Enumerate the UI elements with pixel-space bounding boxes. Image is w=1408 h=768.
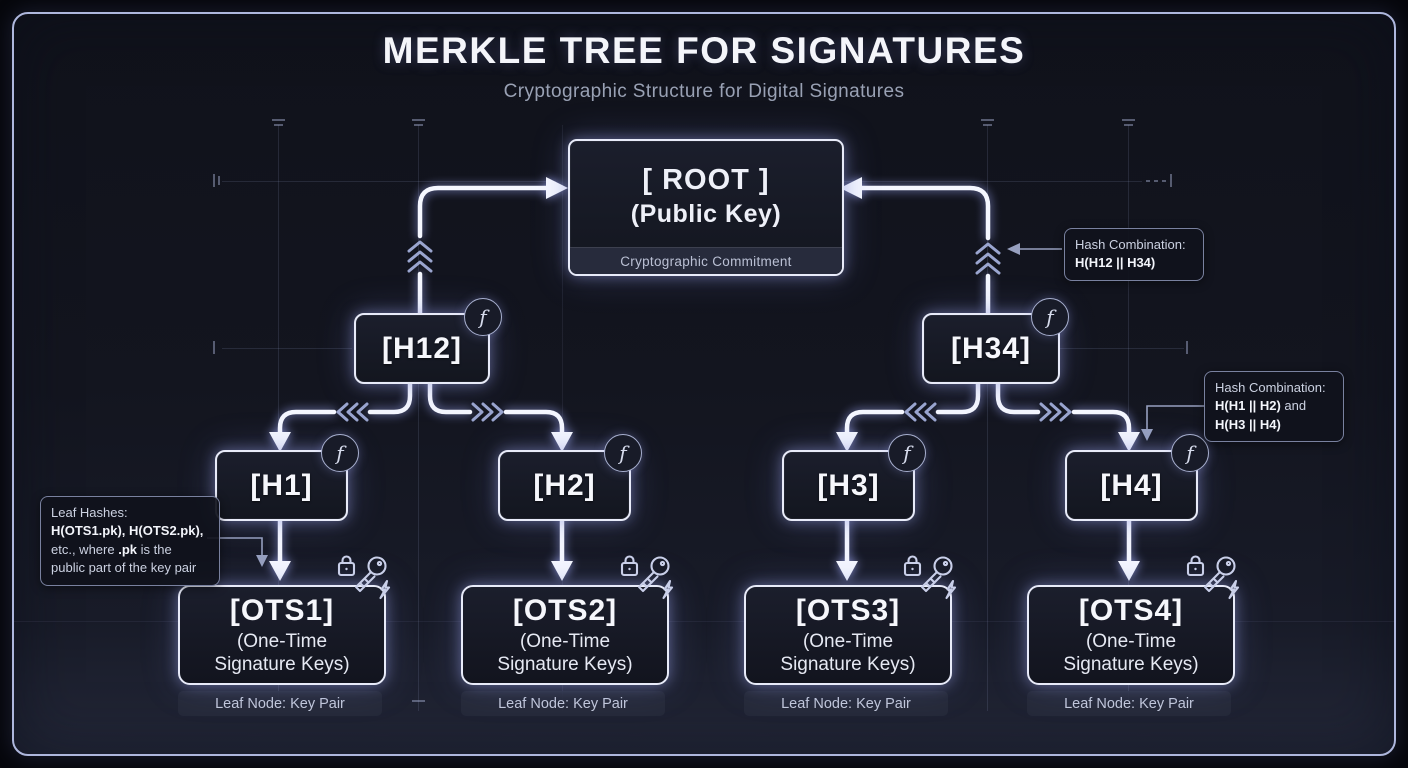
- hash-function-icon: f: [1171, 434, 1209, 472]
- callout-line: Hash Combination:: [1215, 380, 1326, 395]
- node-root: [ ROOT ] (Public Key) Cryptographic Comm…: [568, 139, 844, 276]
- grid-line-vertical: [987, 125, 988, 711]
- h34-label: [H34]: [950, 331, 1031, 365]
- h12-label: [H12]: [381, 331, 462, 365]
- callout-line: Hash Combination:: [1075, 237, 1186, 252]
- callout-line: etc., where .pk is the: [51, 541, 172, 557]
- ots4-footer: Leaf Node: Key Pair: [1027, 691, 1231, 716]
- grid-tick: [1170, 174, 1172, 187]
- grid-tick: [1146, 180, 1150, 182]
- page-title: MERKLE TREE FOR SIGNATURES: [382, 30, 1026, 71]
- ots3-footer: Leaf Node: Key Pair: [744, 691, 948, 716]
- ots2-subtitle-line2: Signature Keys): [497, 653, 633, 675]
- lock-key-icon: [620, 555, 674, 600]
- callout-line: public part of the key pair: [51, 560, 197, 576]
- grid-tick: [414, 124, 423, 126]
- grid-tick: [981, 119, 994, 121]
- hash-function-icon: f: [1031, 298, 1069, 336]
- hash-function-icon: f: [321, 434, 359, 472]
- header: MERKLE TREE FOR SIGNATURES Cryptographic…: [0, 30, 1408, 103]
- root-subtitle: (Public Key): [630, 200, 782, 228]
- grid-line-horizontal: [222, 348, 352, 349]
- callout-line: H(H3 || H4): [1215, 416, 1281, 432]
- node-ots1: [OTS1] (One-Time Signature Keys) Leaf No…: [178, 585, 386, 716]
- grid-line-vertical: [418, 125, 419, 711]
- ots2-subtitle-line1: (One-Time: [519, 631, 611, 653]
- lock-key-icon: [1186, 555, 1240, 600]
- grid-tick: [272, 119, 285, 121]
- ots2-title: [OTS2]: [512, 594, 618, 628]
- grid-tick: [1124, 124, 1133, 126]
- grid-line-horizontal: [222, 181, 556, 182]
- grid-tick: [412, 119, 425, 121]
- grid-tick: [213, 341, 215, 354]
- ots2-footer: Leaf Node: Key Pair: [461, 691, 665, 716]
- grid-tick: [1122, 119, 1135, 121]
- grid-tick: [983, 124, 992, 126]
- ots3-title: [OTS3]: [795, 594, 901, 628]
- ots4-title: [OTS4]: [1078, 594, 1184, 628]
- grid-tick: [218, 176, 220, 185]
- ots3-box: [OTS3] (One-Time Signature Keys): [744, 585, 952, 685]
- lock-key-icon: [903, 555, 957, 600]
- hash-function-icon: f: [888, 434, 926, 472]
- node-ots4: [OTS4] (One-Time Signature Keys) Leaf No…: [1027, 585, 1235, 716]
- callout-root-combination: Hash Combination: H(H12 || H34): [1064, 228, 1204, 281]
- ots1-subtitle: (One-Time Signature Keys): [214, 631, 349, 676]
- callout-line: H(H12 || H34): [1075, 255, 1156, 271]
- page-subtitle: Cryptographic Structure for Digital Sign…: [503, 81, 905, 102]
- node-ots2: [OTS2] (One-Time Signature Keys) Leaf No…: [461, 585, 669, 716]
- grid-tick: [1186, 341, 1188, 354]
- grid-line-horizontal: [1058, 348, 1184, 349]
- ots4-box: [OTS4] (One-Time Signature Keys): [1027, 585, 1235, 685]
- node-ots3: [OTS3] (One-Time Signature Keys) Leaf No…: [744, 585, 952, 716]
- grid-line-horizontal: [842, 181, 1142, 182]
- callout-pair-combination: Hash Combination: H(H1 || H2) and H(H3 |…: [1204, 371, 1344, 443]
- hash-function-icon: f: [464, 298, 502, 336]
- ots4-subtitle: (One-Time Signature Keys): [1063, 631, 1198, 676]
- ots2-subtitle: (One-Time Signature Keys): [497, 631, 632, 676]
- root-title: [ ROOT ]: [642, 164, 770, 196]
- grid-tick: [274, 124, 283, 126]
- grid-tick: [213, 174, 215, 187]
- ots3-subtitle-line1: (One-Time: [802, 631, 894, 653]
- grid-line-horizontal: [14, 621, 1394, 622]
- ots2-box: [OTS2] (One-Time Signature Keys): [461, 585, 669, 685]
- callout-line: H(H1 || H2) and: [1215, 398, 1307, 414]
- ots1-footer: Leaf Node: Key Pair: [178, 691, 382, 716]
- grid-tick: [412, 700, 425, 702]
- h1-label: [H1]: [250, 468, 313, 502]
- ots4-subtitle-line1: (One-Time: [1085, 631, 1177, 653]
- ots4-subtitle-line2: Signature Keys): [1063, 653, 1199, 675]
- grid-tick: [1162, 180, 1166, 182]
- ots1-title: [OTS1]: [229, 594, 335, 628]
- h3-label: [H3]: [817, 468, 880, 502]
- ots1-box: [OTS1] (One-Time Signature Keys): [178, 585, 386, 685]
- ots3-subtitle-line2: Signature Keys): [780, 653, 916, 675]
- h4-label: [H4]: [1100, 468, 1163, 502]
- node-h2: [H2]: [498, 450, 631, 521]
- ots1-subtitle-line2: Signature Keys): [214, 653, 350, 675]
- root-footer-band: Cryptographic Commitment: [570, 247, 842, 274]
- lock-key-icon: [337, 555, 391, 600]
- callout-line: H(OTS1.pk), H(OTS2.pk),: [51, 523, 204, 539]
- callout-leaf-hashes: Leaf Hashes: H(OTS1.pk), H(OTS2.pk), etc…: [40, 496, 220, 586]
- hash-function-icon: f: [604, 434, 642, 472]
- callout-line: Leaf Hashes:: [51, 505, 128, 520]
- h2-label: [H2]: [533, 468, 596, 502]
- ots3-subtitle: (One-Time Signature Keys): [780, 631, 915, 676]
- ots1-subtitle-line1: (One-Time: [236, 631, 328, 653]
- grid-tick: [1154, 180, 1158, 182]
